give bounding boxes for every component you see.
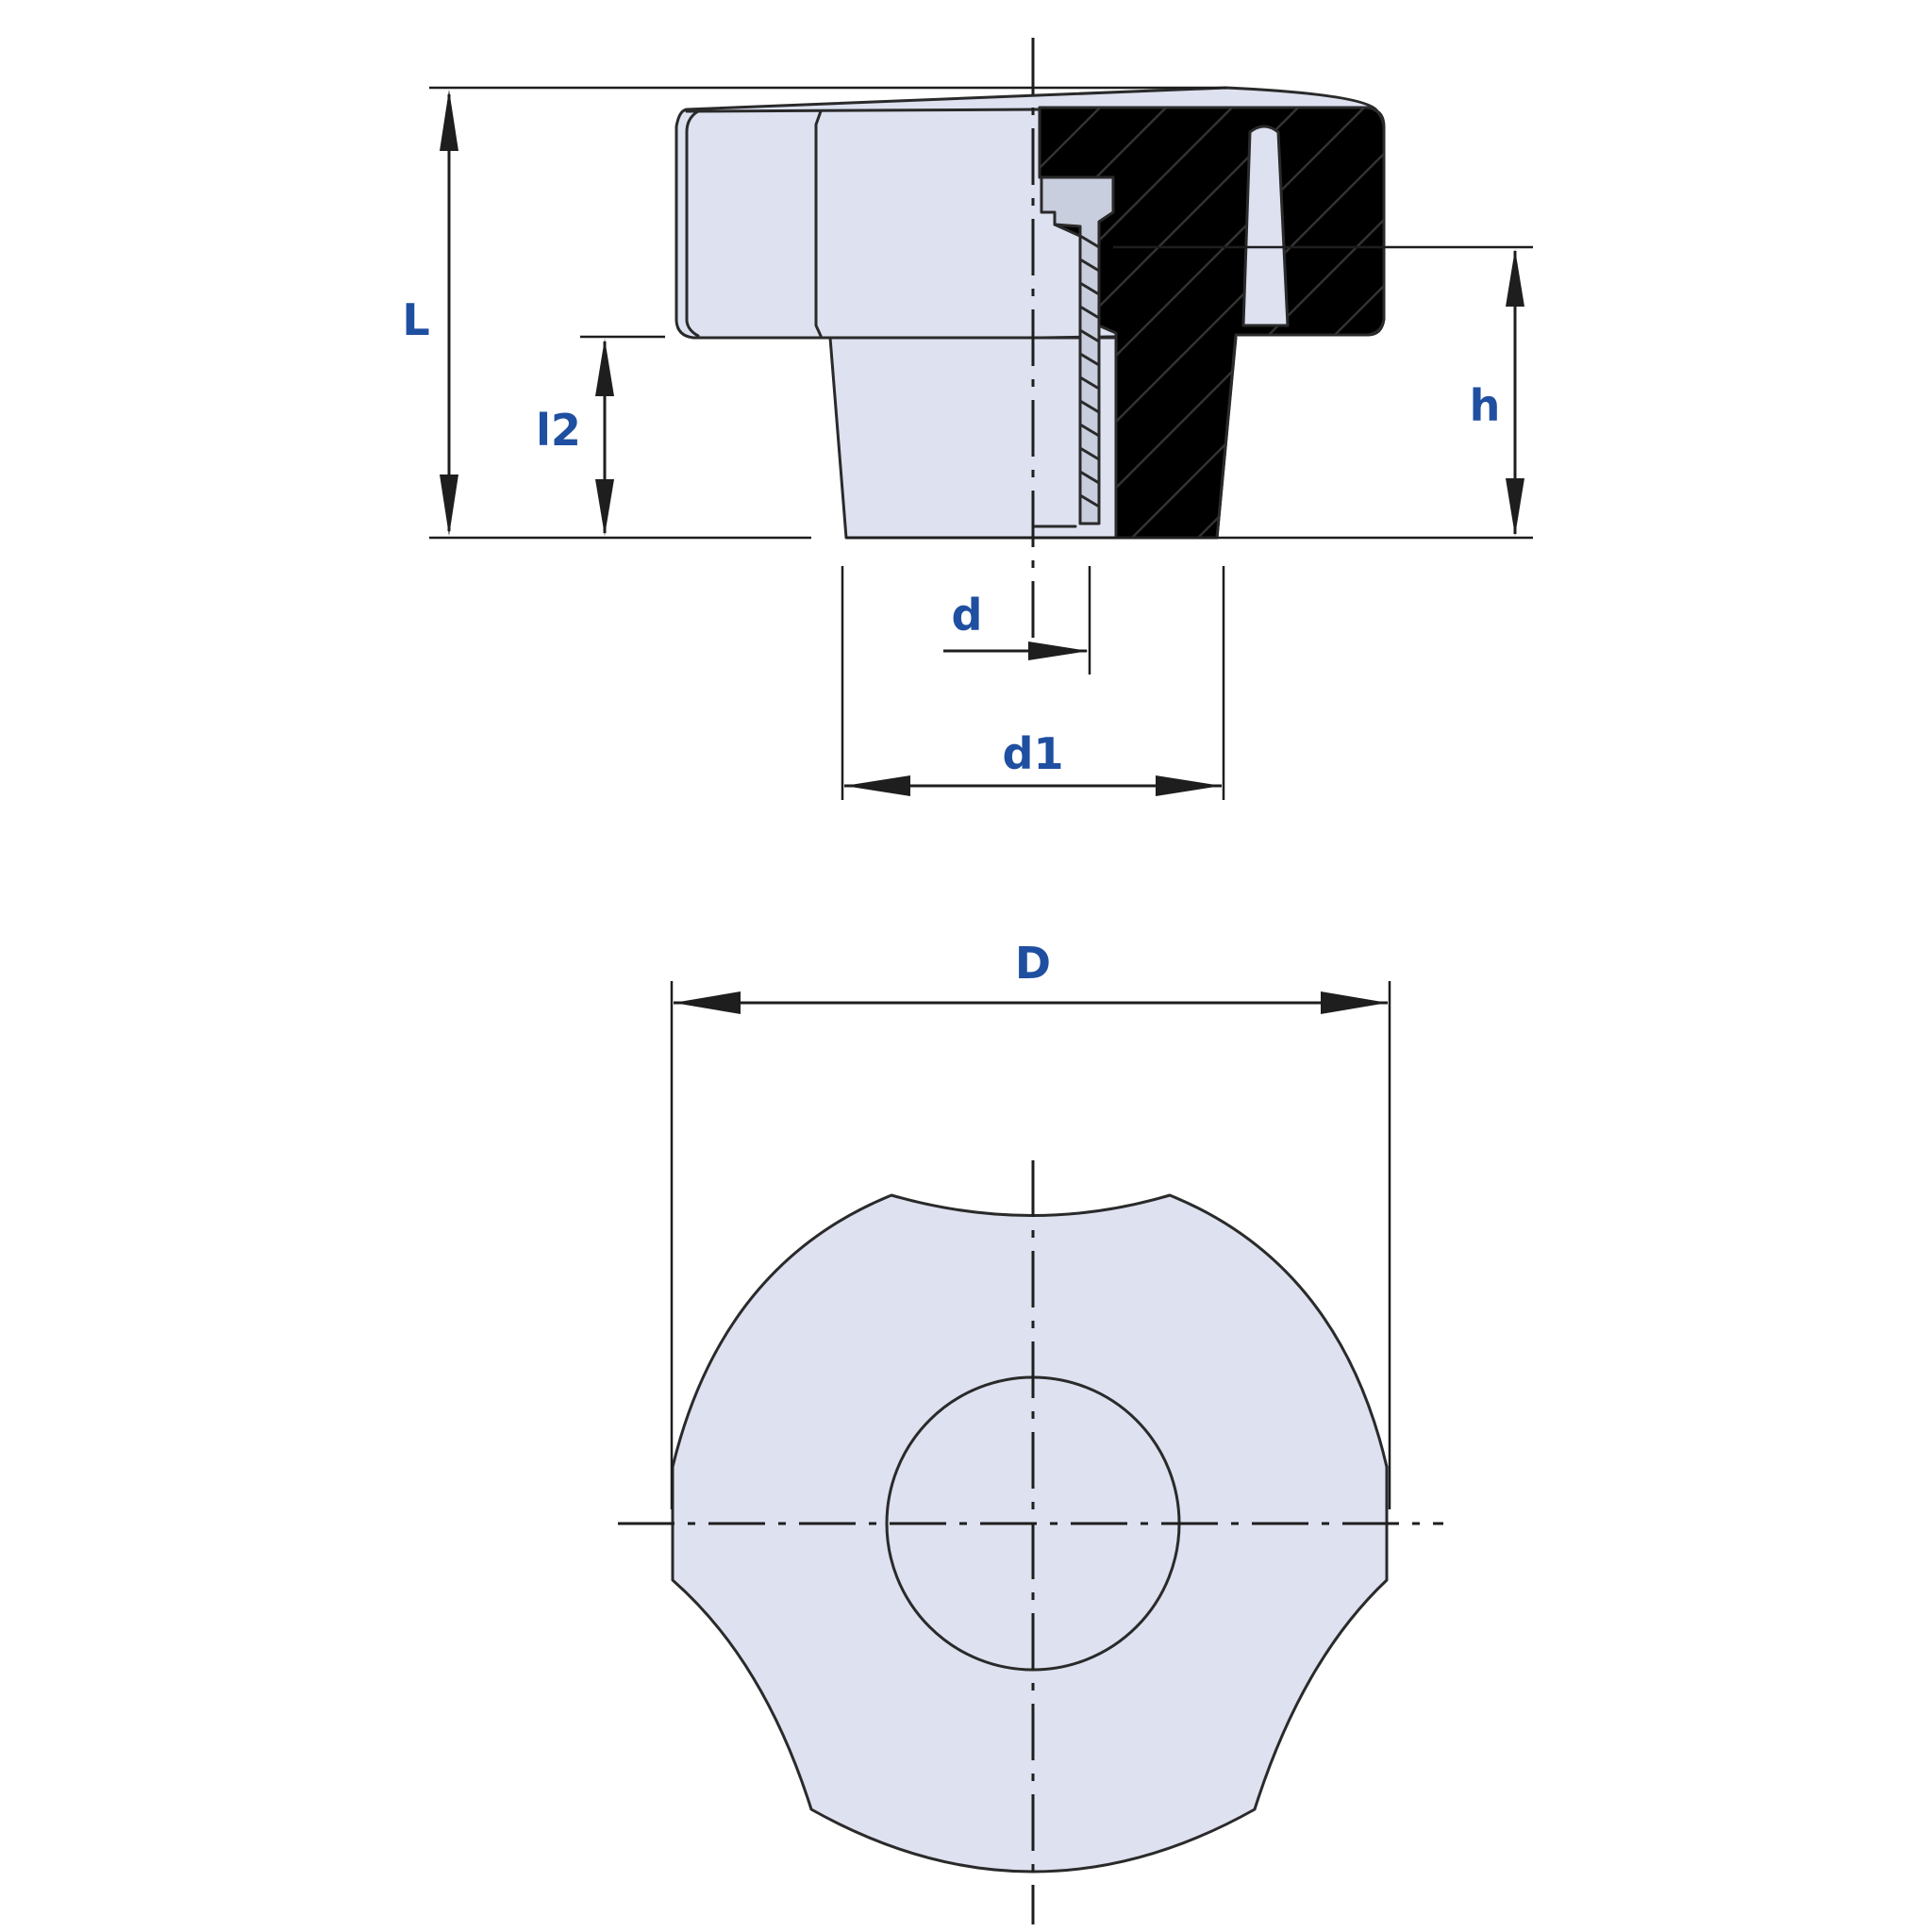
side-view (429, 38, 1533, 660)
threaded-insert (1040, 175, 1115, 525)
dimension-D: D (670, 938, 1391, 1509)
head-slot (1241, 125, 1290, 327)
top-view (618, 1160, 1443, 1924)
dimension-d: d (943, 566, 1091, 675)
dimension-d1: d1 (841, 566, 1225, 800)
knob-outline (671, 1193, 1389, 1874)
head-top-edge (685, 108, 1041, 113)
label-d1: d1 (1003, 728, 1064, 779)
label-L: L (402, 294, 429, 345)
label-l2: l2 (536, 405, 581, 456)
label-h: h (1470, 380, 1501, 431)
dimension-h: h (1470, 249, 1524, 536)
dimension-l2: l2 (536, 339, 614, 536)
dimension-L: L (402, 90, 458, 536)
label-D: D (1015, 938, 1051, 989)
thread-teeth (1078, 234, 1101, 508)
label-d: d (952, 590, 983, 641)
hex-edge-line (814, 109, 823, 338)
hex-facet-line (685, 109, 700, 338)
